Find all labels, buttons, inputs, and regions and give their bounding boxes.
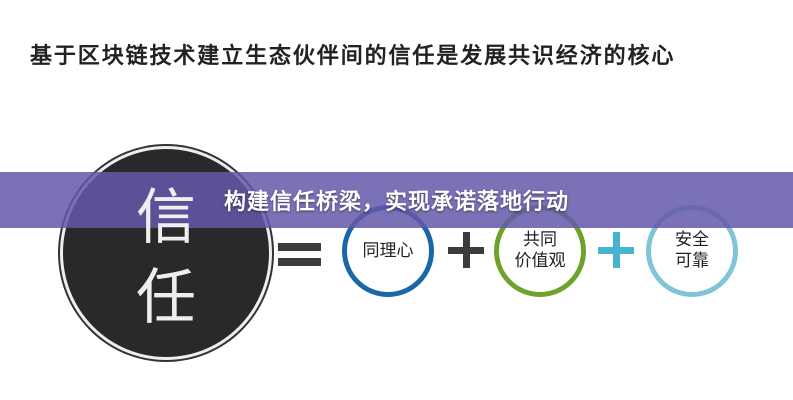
shared-values-line1: 共同 (523, 230, 557, 250)
equals-bar-top (278, 243, 321, 251)
headline: 基于区块链技术建立生态伙伴间的信任是发展共识经济的核心 (30, 43, 676, 69)
shared-values-line2: 价值观 (514, 251, 566, 271)
security-line1: 安全 (675, 230, 709, 250)
trust-char-bottom: 任 (136, 263, 196, 333)
caption-text: 构建信任桥梁，实现承诺落地行动 (223, 190, 569, 215)
trust-char-top: 信 (136, 183, 196, 253)
trust-circle: 信 任 (60, 146, 272, 360)
empathy-label: 同理心 (362, 240, 414, 261)
security-line2: 可靠 (675, 251, 709, 271)
caption-banner: 构建信任桥梁，实现承诺落地行动 (0, 172, 793, 228)
plus-icon (598, 232, 634, 268)
equals-bar-bottom (278, 258, 321, 266)
plus-icon (448, 232, 484, 268)
